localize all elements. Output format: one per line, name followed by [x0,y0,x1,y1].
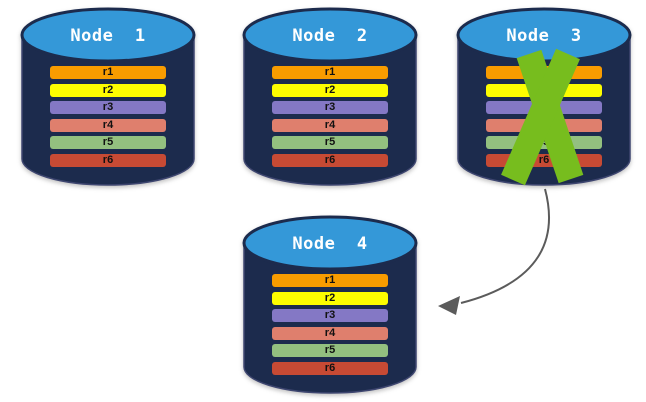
replica-row-r6: r6 [50,153,166,167]
arrowhead [438,296,460,315]
node-title: Node 3 [506,26,582,46]
node-1: Node 1 r1 r2 r3 r4 r5 r6 [20,6,196,190]
replica-row-r5: r5 [272,136,388,149]
replica-row-r3: r3 [272,101,388,114]
replica-row-r2: r2 [272,83,388,97]
replica-row-r5: r5 [272,344,388,357]
replica-row-r5: r5 [50,136,166,149]
replica-row-r4: r4 [272,118,388,132]
replica-rows: r1 r2 r3 r4 r5 r6 [272,274,388,375]
failover-arrow-icon [438,188,551,315]
replica-row-r1: r1 [50,66,166,79]
replica-row-r2: r2 [272,291,388,305]
replica-row-r6: r6 [272,361,388,375]
node-title: Node 1 [70,26,146,46]
replica-row-r1: r1 [272,274,388,287]
replica-row-r4: r4 [50,118,166,132]
node-4: Node 4 r1 r2 r3 r4 r5 r6 [242,214,418,398]
replica-row-r4: r4 [272,326,388,340]
replica-row-r1: r1 [272,66,388,79]
replica-row-r2: r2 [50,83,166,97]
replica-rows: r1 r2 r3 r4 r5 r6 [272,66,388,167]
replica-row-r6: r6 [272,153,388,167]
node-title: Node 2 [292,26,368,46]
node-title: Node 4 [292,234,368,254]
replica-row-r3: r3 [272,309,388,322]
replica-rows: r1 r2 r3 r4 r5 r6 [50,66,166,167]
replica-row-r3: r3 [50,101,166,114]
failure-x-icon [501,48,584,186]
node-2: Node 2 r1 r2 r3 r4 r5 r6 [242,6,418,190]
